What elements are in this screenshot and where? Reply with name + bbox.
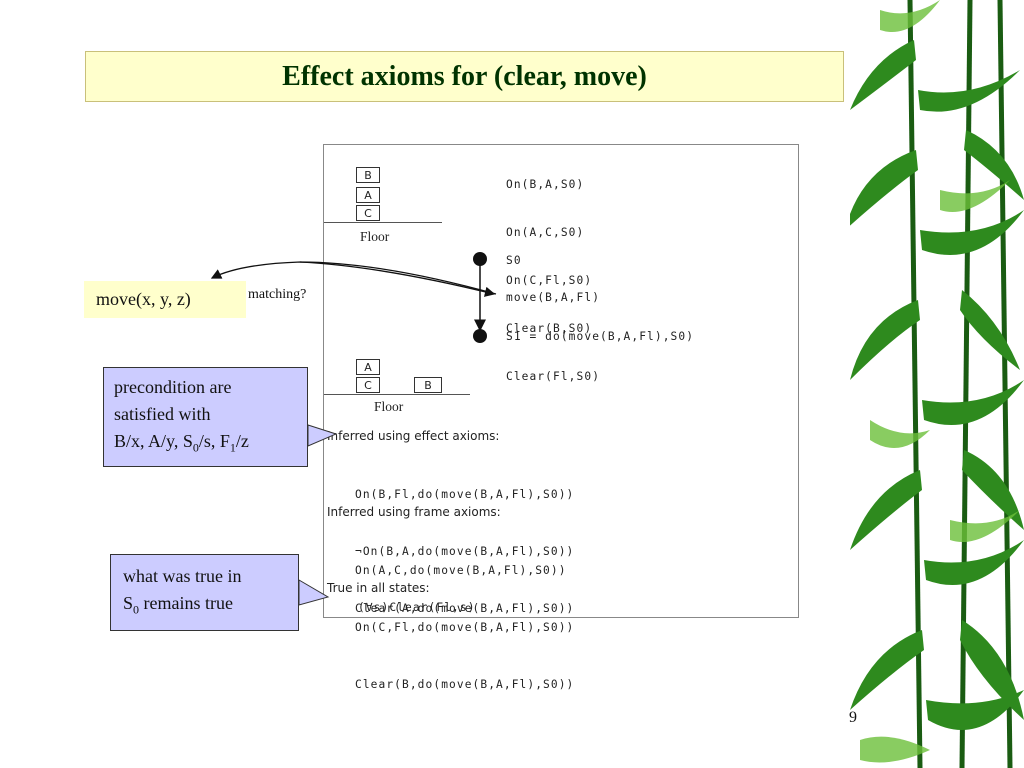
frame-list: On(A,C,do(move(B,A,Fl),S0)) On(C,Fl,do(m…	[355, 523, 574, 732]
all-states-fact: (∀s)Clear(Fl,s)	[358, 601, 476, 614]
callout1-line: precondition are	[114, 377, 232, 397]
s1-label: S1 = do(move(B,A,Fl),S0)	[506, 330, 695, 343]
title-box: Effect axioms for (clear, move)	[85, 51, 844, 102]
effect-fact: Clear(A,do(move(B,A,Fl),S0))	[355, 602, 575, 615]
all-states-header: True in all states:	[327, 581, 430, 595]
floor-line-after	[324, 394, 470, 395]
block-c: C	[356, 205, 380, 221]
slide-title: Effect axioms for (clear, move)	[282, 60, 647, 92]
callout1-line: B/x, A/y, S0/s, F1/z	[114, 431, 249, 455]
frame-header: Inferred using frame axioms:	[327, 505, 501, 519]
callout2-line: what was true in	[123, 566, 242, 586]
callout2-line: S0 remains true	[123, 593, 233, 617]
callout1-pointer	[307, 424, 338, 447]
s1-node	[473, 329, 487, 343]
effect-list: On(B,Fl,do(move(B,A,Fl),S0)) ¬On(B,A,do(…	[355, 447, 574, 656]
block-a-after: A	[356, 359, 380, 375]
callout1-line: satisfied with	[114, 404, 211, 424]
matching-arrow-left	[210, 261, 497, 295]
effect-fact: On(B,Fl,do(move(B,A,Fl),S0))	[355, 488, 575, 501]
floor-line	[324, 222, 442, 223]
block-c-after: C	[356, 377, 380, 393]
frame-callout: what was true in S0 remains true	[110, 554, 299, 631]
initial-state-list: On(B,A,S0) On(A,C,S0) On(C,Fl,S0) Clear(…	[506, 145, 600, 417]
action-label: move(B,A,Fl)	[506, 291, 601, 304]
diagram-panel: On(B,A,S0) On(A,C,S0) On(C,Fl,S0) Clear(…	[323, 144, 799, 691]
callout2-pointer	[298, 579, 330, 606]
initial-fact: On(A,C,S0)	[506, 226, 585, 239]
s0-label: S0	[506, 254, 522, 267]
bamboo-decoration	[850, 0, 1024, 768]
initial-fact: On(C,Fl,S0)	[506, 274, 593, 287]
page-number: 9	[849, 709, 857, 726]
effect-header: Inferred using effect axioms:	[327, 429, 500, 443]
initial-fact: Clear(B,S0)	[506, 322, 593, 335]
block-b-after: B	[414, 377, 442, 393]
frame-fact: On(C,Fl,do(move(B,A,Fl),S0))	[355, 621, 575, 634]
matching-arrow-right	[299, 261, 496, 297]
floor-label-after: Floor	[374, 399, 404, 414]
initial-fact: On(B,A,S0)	[506, 178, 585, 191]
block-b: B	[356, 167, 380, 183]
s0-node	[473, 252, 487, 266]
block-a: A	[356, 187, 380, 203]
matching-label: matching?	[248, 287, 307, 302]
effect-fact: ¬On(B,A,do(move(B,A,Fl),S0))	[355, 545, 575, 558]
frame-fact: Clear(B,do(move(B,A,Fl),S0))	[355, 678, 575, 691]
initial-fact: Clear(Fl,S0)	[506, 370, 601, 383]
frame-fact: On(A,C,do(move(B,A,Fl),S0))	[355, 564, 567, 577]
floor-label: Floor	[360, 229, 390, 244]
move-schema-box: move(x, y, z)	[84, 281, 246, 318]
precondition-callout: precondition are satisfied with B/x, A/y…	[103, 367, 308, 467]
